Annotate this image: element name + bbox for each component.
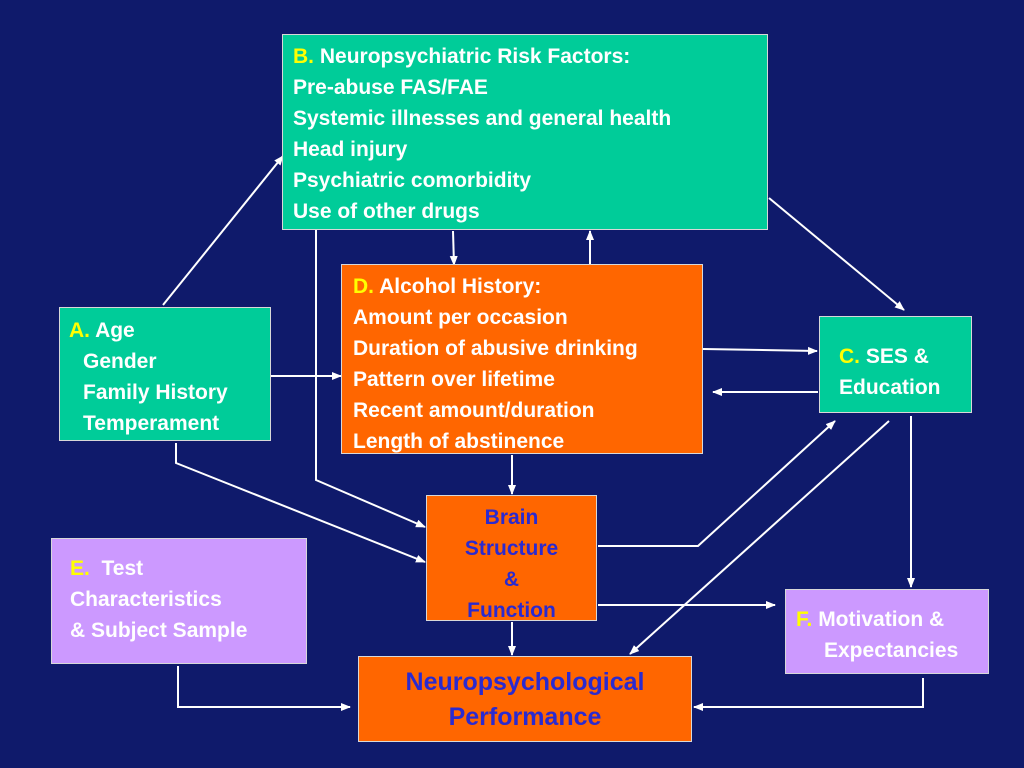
- arrow-brain-to-c: [598, 420, 836, 547]
- alcohol-history-box: D. Alcohol History: Amount per occasion …: [341, 264, 703, 454]
- box-title: Age: [95, 319, 135, 342]
- arrow-a-to-b: [162, 155, 284, 306]
- box-letter: B.: [293, 45, 314, 68]
- brain-structure-box: Brain Structure & Function: [426, 495, 597, 622]
- arrow-b-to-c: [768, 197, 905, 311]
- arrow-c-to-np: [629, 420, 890, 655]
- arrow-d-to-c: [702, 346, 818, 355]
- arrow-b-to-brain: [315, 230, 426, 528]
- box-line: Education: [839, 376, 941, 399]
- test-heading: E. Test: [70, 553, 306, 584]
- box-title: SES &: [865, 345, 929, 368]
- demographics-box: A. Age Gender Family History Temperament: [59, 307, 271, 441]
- box-title: Alcohol History:: [379, 275, 542, 298]
- list-item: Use of other drugs: [293, 200, 480, 223]
- box-line: & Subject Sample: [70, 619, 248, 642]
- box-letter: E.: [70, 557, 90, 580]
- list-item: Head injury: [293, 138, 408, 161]
- list-item: Recent amount/duration: [353, 399, 595, 422]
- box-line: Function: [467, 599, 556, 622]
- box-letter: C.: [839, 345, 860, 368]
- box-letter: F.: [796, 608, 813, 631]
- motivation-box: F. Motivation & Expectancies: [785, 589, 989, 674]
- box-letter: A.: [69, 319, 90, 342]
- box-line: Expectancies: [824, 639, 959, 662]
- list-item: Pre-abuse FAS/FAE: [293, 76, 488, 99]
- neuropsych-performance-box: Neuropsychological Performance: [358, 656, 692, 742]
- arrow-b-to-d: [449, 230, 458, 266]
- box-letter: D.: [353, 275, 374, 298]
- arrow-f-to-np: [693, 678, 924, 711]
- list-item: Duration of abusive drinking: [353, 337, 638, 360]
- box-title: Motivation &: [818, 608, 945, 631]
- list-item: Temperament: [83, 412, 220, 435]
- box-line: Performance: [448, 703, 602, 731]
- box-line: &: [503, 568, 520, 591]
- list-item: Amount per occasion: [353, 306, 568, 329]
- list-item: Psychiatric comorbidity: [293, 169, 532, 192]
- arrow-a-to-brain: [175, 443, 426, 563]
- alcohol-history-heading: D. Alcohol History:: [353, 271, 702, 302]
- motivation-heading: F. Motivation &: [796, 604, 988, 635]
- list-item: Family History: [83, 381, 228, 404]
- list-item: Systemic illnesses and general health: [293, 107, 672, 130]
- list-item: Length of abstinence: [353, 430, 565, 453]
- list-item: Gender: [83, 350, 157, 373]
- box-line: Characteristics: [70, 588, 222, 611]
- box-title: Test: [101, 557, 144, 580]
- box-line: Neuropsychological: [405, 668, 645, 696]
- box-line: Structure: [464, 537, 559, 560]
- risk-factors-box: B. Neuropsychiatric Risk Factors: Pre-ab…: [282, 34, 768, 230]
- ses-heading: C. SES &: [839, 341, 971, 372]
- arrow-e-to-np: [177, 666, 351, 711]
- box-title: Neuropsychiatric Risk Factors:: [319, 45, 631, 68]
- ses-education-box: C. SES & Education: [819, 316, 972, 413]
- test-characteristics-box: E. Test Characteristics & Subject Sample: [51, 538, 307, 664]
- box-line: Brain: [484, 506, 539, 529]
- risk-factors-heading: B. Neuropsychiatric Risk Factors:: [293, 41, 767, 72]
- demographics-heading: A. Age: [69, 315, 270, 346]
- list-item: Pattern over lifetime: [353, 368, 555, 391]
